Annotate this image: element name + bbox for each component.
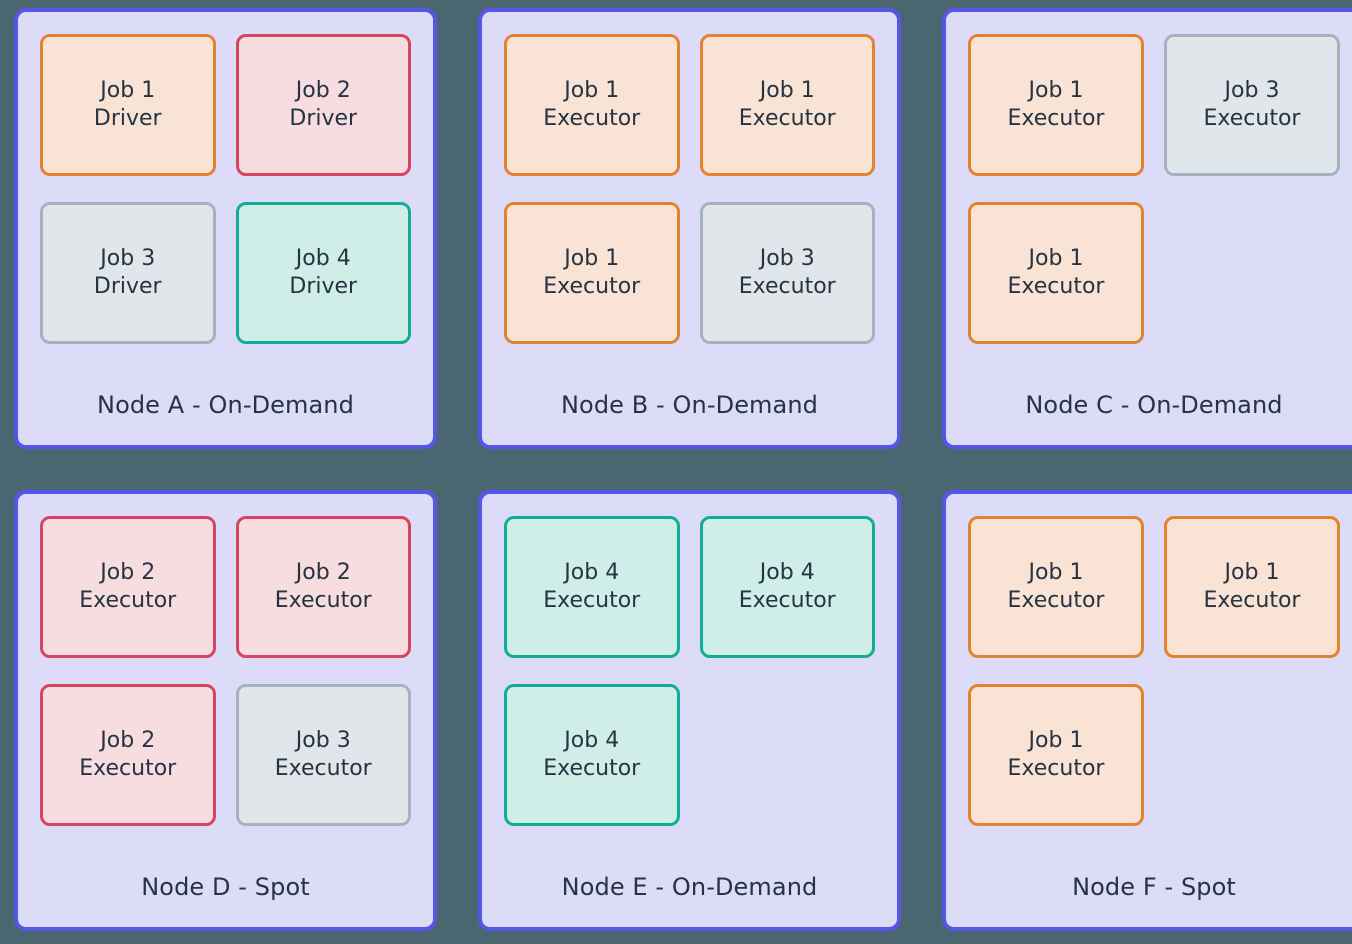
task-role-label: Executor — [1007, 588, 1105, 613]
task-card[interactable]: Job 2 Executor — [235, 516, 411, 658]
node-label: Node E - On-Demand — [561, 873, 818, 901]
task-job-label: Job 4 — [759, 559, 815, 585]
task-card[interactable]: Job 1 Driver — [40, 34, 216, 176]
task-role-label: Executor — [79, 588, 177, 613]
task-job-label: Job 1 — [1028, 727, 1084, 753]
empty-slot — [1164, 202, 1340, 344]
task-card[interactable]: Job 3 Executor — [235, 684, 411, 826]
task-card[interactable]: Job 2 Executor — [40, 684, 216, 826]
task-job-label: Job 4 — [564, 559, 620, 585]
task-job-label: Job 1 — [1028, 77, 1084, 103]
task-card[interactable]: Job 1 Executor — [1164, 516, 1340, 658]
task-card[interactable]: Job 1 Executor — [504, 202, 680, 344]
node-label: Node B - On-Demand — [561, 391, 818, 419]
task-role-label: Executor — [543, 756, 641, 781]
task-role-label: Executor — [543, 588, 641, 613]
task-job-label: Job 1 — [100, 77, 156, 103]
task-job-label: Job 3 — [100, 245, 156, 271]
task-job-label: Job 3 — [295, 727, 351, 753]
task-card[interactable]: Job 4 Executor — [504, 684, 680, 826]
task-role-label: Executor — [1007, 756, 1105, 781]
task-job-label: Job 1 — [564, 77, 620, 103]
task-role-label: Executor — [1203, 588, 1301, 613]
task-card[interactable]: Job 4 Executor — [699, 516, 875, 658]
task-card[interactable]: Job 3 Executor — [1164, 34, 1340, 176]
task-card[interactable]: Job 3 Executor — [699, 202, 875, 344]
task-card[interactable]: Job 1 Executor — [968, 516, 1144, 658]
task-role-label: Driver — [289, 106, 358, 131]
task-card[interactable]: Job 1 Executor — [968, 684, 1144, 826]
node-label: Node F - Spot — [1072, 873, 1236, 901]
task-job-label: Job 2 — [295, 559, 351, 585]
task-card[interactable]: Job 1 Executor — [968, 34, 1144, 176]
task-role-label: Driver — [93, 274, 162, 299]
task-card[interactable]: Job 1 Executor — [968, 202, 1144, 344]
task-role-label: Executor — [738, 274, 836, 299]
task-role-label: Executor — [543, 274, 641, 299]
task-job-label: Job 2 — [100, 559, 156, 585]
task-card[interactable]: Job 3 Driver — [40, 202, 216, 344]
node-label: Node D - Spot — [141, 873, 310, 901]
task-card[interactable]: Job 1 Executor — [504, 34, 680, 176]
task-role-label: Executor — [1203, 106, 1301, 131]
node-label: Node C - On-Demand — [1025, 391, 1283, 419]
task-job-label: Job 1 — [1028, 559, 1084, 585]
task-card[interactable]: Job 2 Driver — [235, 34, 411, 176]
task-card[interactable]: Job 4 Executor — [504, 516, 680, 658]
task-role-label: Executor — [738, 106, 836, 131]
task-card[interactable]: Job 2 Executor — [40, 516, 216, 658]
task-job-label: Job 1 — [564, 245, 620, 271]
task-job-label: Job 3 — [1224, 77, 1280, 103]
task-role-label: Executor — [543, 106, 641, 131]
task-role-label: Executor — [79, 756, 177, 781]
task-role-label: Executor — [738, 588, 836, 613]
task-role-label: Executor — [274, 588, 372, 613]
task-role-label: Driver — [93, 106, 162, 131]
node-label: Node A - On-Demand — [97, 391, 354, 419]
task-job-label: Job 2 — [295, 77, 351, 103]
task-card[interactable]: Job 1 Executor — [699, 34, 875, 176]
task-role-label: Driver — [289, 274, 358, 299]
task-job-label: Job 3 — [759, 245, 815, 271]
task-job-label: Job 1 — [1028, 245, 1084, 271]
task-job-label: Job 4 — [295, 245, 351, 271]
task-role-label: Executor — [274, 756, 372, 781]
task-job-label: Job 4 — [564, 727, 620, 753]
empty-slot — [1164, 684, 1340, 826]
task-job-label: Job 1 — [1224, 559, 1280, 585]
task-card[interactable]: Job 4 Driver — [235, 202, 411, 344]
task-job-label: Job 1 — [759, 77, 815, 103]
task-role-label: Executor — [1007, 106, 1105, 131]
task-role-label: Executor — [1007, 274, 1105, 299]
task-job-label: Job 2 — [100, 727, 156, 753]
empty-slot — [700, 684, 876, 826]
